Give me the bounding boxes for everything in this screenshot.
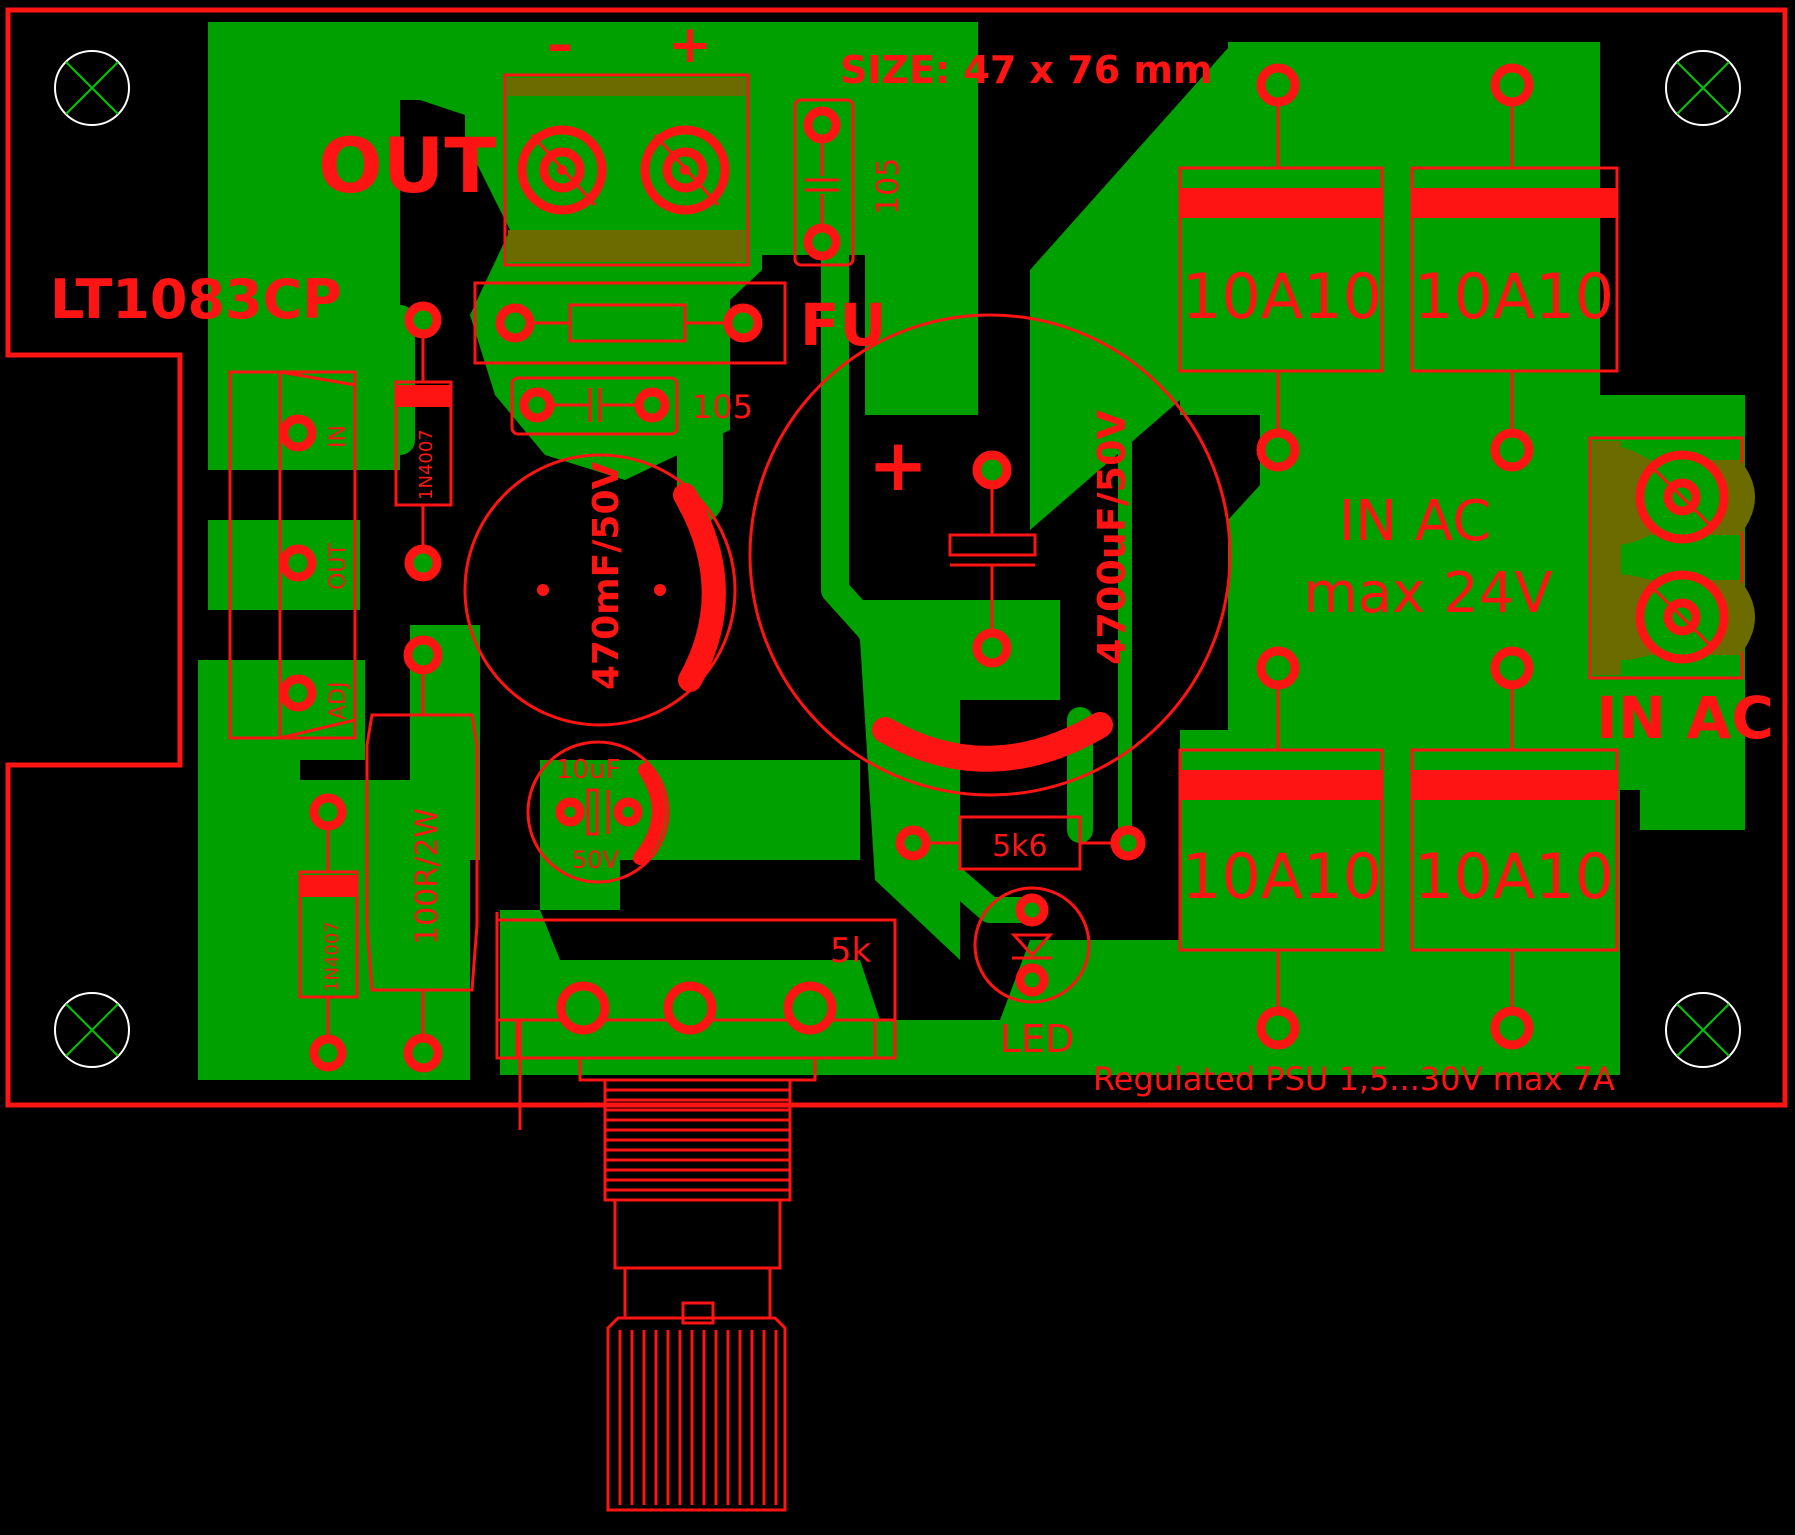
trace-out-terminal [542,137,723,523]
potentiometer-knob-icon [578,1056,817,1512]
resistor-100r-label: 100R/2W [410,808,445,945]
terminal-minus-label: – [547,15,573,75]
mounting-hole-icon [54,992,130,1068]
capacitor-symbol-icon [805,140,839,228]
capacitor-symbol-icon [948,487,1037,630]
capacitor-10uf [526,740,670,884]
led-symbol-icon [1010,933,1054,960]
diode-bottom [298,793,359,1072]
rectifier-diode-3 [1178,646,1384,1050]
capacitor-4700-label: 4700uF/50V [1090,409,1134,665]
resistor-100r [365,635,479,1073]
ac-input-label-main: IN AC [1339,489,1492,554]
potentiometer-5k [495,912,897,1512]
ac-input-label-max: max 24V [1303,561,1552,626]
capacitor-10uf-label-value: 10uF [556,755,621,785]
led-indicator [973,886,1091,1004]
board-outline [5,7,1788,1108]
capacitor-105-mid-label: 105 [692,388,753,426]
capacitor-4700 [748,313,1232,797]
regulator-lt1083 [228,370,357,740]
mounting-hole-icon [54,50,130,126]
resistor-5k6 [895,815,1146,871]
trace-fuse-to-cap [821,241,894,654]
diode-symbol-icon [396,385,451,407]
diode-top-label: 1N4007 [416,429,437,500]
rectifier-diode-3-label: 10A10 [1182,840,1382,913]
capacitor-470 [463,453,737,727]
fuse-holder [473,281,787,365]
diode-bottom-label: 1N4007 [322,921,343,992]
capacitor-symbol-icon [550,388,640,422]
copper-region-mid-left [540,760,860,910]
diode-symbol-icon [300,875,357,897]
pin-out-label: OUT [326,543,351,590]
mounting-hole-icon [1665,992,1741,1068]
regulator-part-label: LT1083CP [50,268,342,331]
potentiometer-label: 5k [830,931,872,971]
output-terminal-block [503,73,750,267]
board-description: Regulated PSU 1,5...30V max 7A [1093,1060,1615,1098]
mounting-hole-icon [1665,50,1741,126]
capacitor-105-top-label: 105 [871,158,906,215]
capacitor-105-top [793,98,855,267]
fuse-label: FU [800,291,887,359]
pin-adj-label: ADJ [326,682,351,720]
rectifier-diode-4-label: 10A10 [1414,840,1614,913]
rectifier-diode-2-label: 10A10 [1414,260,1614,333]
copper-region-right [1030,42,1745,830]
capacitor-105-mid [510,376,679,436]
capacitor-10uf-label-voltage: 50V [572,846,620,874]
diode-top [394,301,453,582]
out-label: OUT [318,121,496,210]
terminal-plus-label: + [668,15,712,75]
resistor-5k6-label: 5k6 [992,829,1048,864]
rectifier-diode-4 [1410,646,1619,1050]
board-size-label: SIZE: 47 x 76 mm [840,48,1213,92]
rectifier-diode-1 [1178,63,1384,472]
pin-in-label: IN [326,425,351,448]
led-label: LED [1000,1017,1074,1061]
capacitor-470-label: 470mF/50V [586,462,627,690]
capacitor-4700-plus: + [868,423,928,507]
ac-input-terminal [1588,436,1755,680]
copper-region-center [840,600,1060,960]
ac-input-label-side: IN AC [1596,684,1774,752]
rectifier-diode-2 [1410,63,1619,472]
rectifier-diode-1-label: 10A10 [1182,260,1382,333]
